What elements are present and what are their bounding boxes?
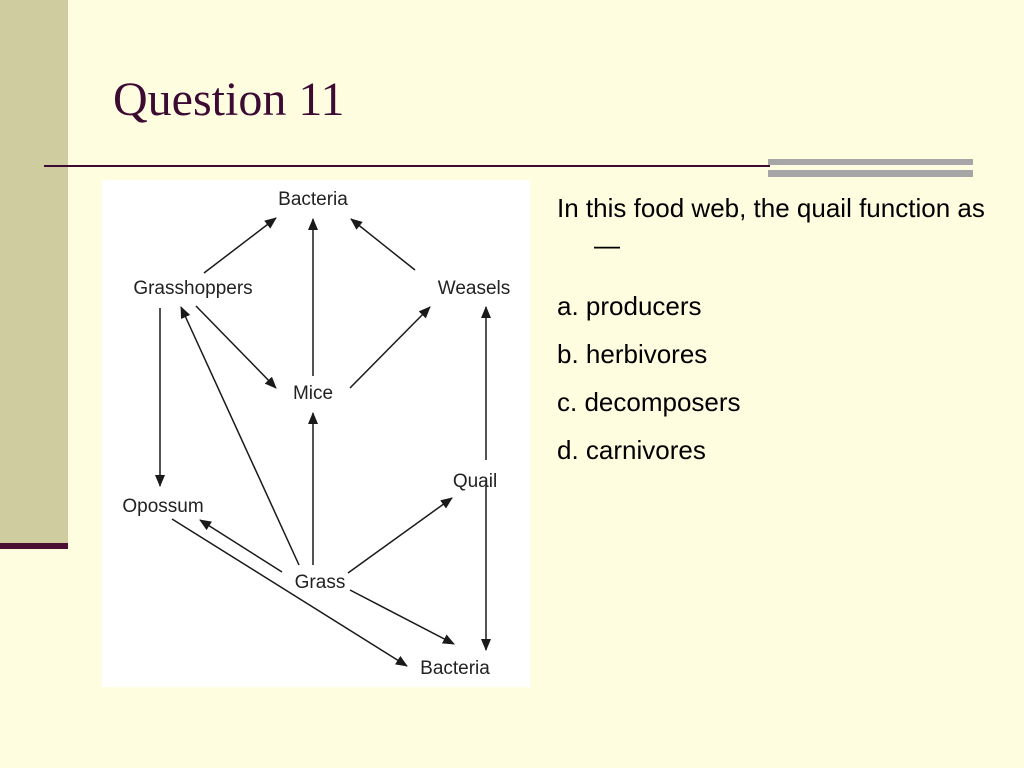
arrow-mice-to-weasels	[349, 306, 431, 389]
left-sidebar-accent	[0, 543, 68, 549]
node-grasshoppers: Grasshoppers	[133, 278, 252, 299]
arrows	[155, 217, 491, 667]
left-sidebar-bar	[0, 0, 68, 547]
arrow-grass-to-opossum	[199, 519, 283, 573]
answer-option-a: a. producers	[557, 291, 702, 321]
slide-title: Question 11	[113, 73, 345, 126]
title-divider	[44, 165, 770, 167]
node-quail: Quail	[453, 471, 497, 492]
node-mice: Mice	[293, 383, 333, 404]
node-labels: Bacteria Grasshoppers Weasels Mice Oposs…	[122, 189, 510, 679]
arrow-opossum-to-bacteria-bottom	[171, 518, 408, 667]
arrow-grasshoppers-to-mice	[195, 305, 277, 389]
arrow-grass-to-quail	[347, 497, 453, 574]
answer-option-d: d. carnivores	[557, 435, 706, 465]
title-divider-accent-top	[768, 159, 973, 165]
food-web-svg: Bacteria Grasshoppers Weasels Mice Oposs…	[122, 189, 510, 679]
node-bacteria-top: Bacteria	[278, 189, 348, 210]
node-bacteria-bottom: Bacteria	[420, 658, 490, 679]
question-block: In this food web, the quail function as …	[557, 190, 997, 480]
answer-option-c: c. decomposers	[557, 387, 741, 417]
node-weasels: Weasels	[438, 278, 511, 299]
arrow-grass-to-bacteria-bottom	[349, 589, 455, 645]
answer-option-b: b. herbivores	[557, 339, 708, 369]
arrow-grass-to-grasshoppers	[180, 306, 300, 566]
node-opossum: Opossum	[122, 496, 203, 517]
title-divider-accent-bottom	[768, 170, 973, 177]
node-grass: Grass	[295, 572, 346, 593]
question-text: In this food web, the quail function as …	[557, 193, 985, 260]
arrow-grasshoppers-to-bacteria-top	[203, 217, 277, 274]
arrow-weasels-to-bacteria-top	[350, 218, 416, 271]
food-web-diagram: Bacteria Grasshoppers Weasels Mice Oposs…	[102, 180, 530, 687]
